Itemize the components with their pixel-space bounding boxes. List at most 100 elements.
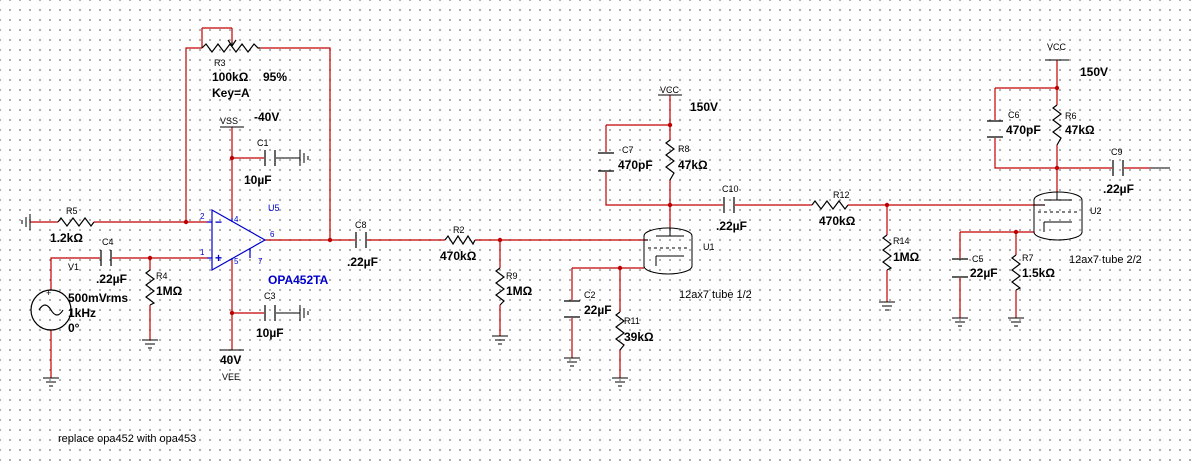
r2-symbol	[444, 234, 476, 246]
r9-symbol	[495, 267, 505, 306]
c3-value: 10µF	[256, 326, 284, 340]
r9-value: 1MΩ	[506, 284, 533, 298]
r5-ref: R5	[66, 206, 78, 216]
supply-rails	[220, 59, 1069, 351]
r7-ref: R7	[1022, 253, 1034, 263]
ground-v1	[43, 377, 59, 387]
v1-amplitude: 500mVrms	[68, 291, 128, 305]
c6-symbol	[987, 120, 1003, 138]
tube-u1	[643, 227, 693, 275]
c10-value: .22µF	[716, 219, 747, 233]
opamp-u5: − +	[207, 208, 267, 272]
c7-symbol	[598, 152, 614, 172]
r2-value: 470kΩ	[440, 249, 477, 263]
r3-setting: 95%	[263, 70, 287, 84]
r3-ref: R3	[214, 58, 226, 68]
r8-value: 47kΩ	[678, 158, 708, 172]
vcc1-value: 150V	[690, 100, 718, 114]
c8-symbol	[355, 232, 367, 248]
ground-r4	[142, 339, 158, 349]
c3-symbol	[264, 305, 276, 321]
c2-ref: C2	[584, 290, 596, 300]
c7-ref: C7	[622, 145, 634, 155]
c7-value: 470pF	[618, 158, 653, 172]
pin-7: 7	[258, 257, 263, 266]
svg-text:−: −	[215, 215, 222, 229]
v1-frequency: 1kHz	[68, 306, 96, 320]
vss-name: VSS	[220, 116, 238, 126]
r11-value: 39kΩ	[624, 330, 654, 344]
ac-source-v1: +	[30, 288, 72, 331]
resistors	[57, 39, 1062, 351]
v1-phase: 0°	[68, 321, 80, 335]
svg-text:+: +	[46, 288, 51, 298]
r6-symbol	[1052, 104, 1062, 146]
r6-ref: R6	[1065, 111, 1077, 121]
u2-label: 12ax7 tube 2/2	[1069, 254, 1142, 266]
r4-value: 1MΩ	[156, 284, 183, 298]
c8-ref: C8	[355, 220, 367, 230]
u1-label: 12ax7 tube 1/2	[679, 289, 752, 301]
c4-symbol	[100, 250, 112, 266]
svg-text:+: +	[215, 251, 222, 265]
c9-ref: C9	[1111, 147, 1123, 157]
ground-r11	[612, 377, 628, 387]
design-note: replace opa452 with opa453	[58, 433, 196, 445]
r4-symbol	[145, 269, 156, 306]
c1-symbol	[264, 150, 276, 166]
r3-value: 100kΩ	[212, 70, 249, 84]
vcc2-value: 150V	[1080, 65, 1108, 79]
wires	[30, 27, 1150, 378]
pin-in-plus: 1	[200, 248, 205, 257]
ground-c1	[276, 150, 309, 166]
ground-c3	[276, 305, 309, 321]
vss-value: -40V	[254, 110, 279, 124]
r9-ref: R9	[506, 271, 518, 281]
r12-ref: R12	[833, 190, 850, 200]
c5-symbol	[952, 258, 968, 278]
c8-value: .22µF	[347, 255, 378, 269]
r4-ref: R4	[156, 271, 168, 281]
c9-value: .22µF	[1103, 182, 1134, 196]
c3-ref: C3	[264, 291, 276, 301]
pin-in-minus: 2	[200, 212, 205, 221]
capacitors	[100, 120, 1124, 321]
vee-name: VEE	[222, 372, 240, 382]
c4-value: .22µF	[96, 272, 127, 286]
vcc1-name: VCC	[660, 85, 680, 95]
vee-value: 40V	[220, 353, 241, 367]
r7-symbol	[1011, 254, 1022, 291]
c6-ref: C6	[1008, 110, 1020, 120]
r11-ref: R11	[624, 316, 640, 326]
r6-value: 47kΩ	[1065, 123, 1095, 137]
r8-symbol	[665, 139, 675, 181]
r14-ref: R14	[893, 236, 910, 246]
ground-symbols	[21, 150, 1170, 387]
c5-value: 22µF	[970, 266, 998, 280]
c10-symbol	[723, 197, 735, 213]
c1-ref: C1	[257, 138, 269, 148]
r3-symbol	[201, 43, 260, 53]
r3-key: Key=A	[212, 86, 250, 100]
ground-c2	[564, 357, 580, 367]
v1-ref: V1	[68, 262, 79, 272]
r8-ref: R8	[678, 144, 690, 154]
vcc2-name: VCC	[1047, 42, 1067, 52]
ground-r14	[879, 301, 895, 311]
ground-r9	[492, 335, 508, 345]
r2-ref: R2	[453, 225, 465, 235]
c4-ref: C4	[102, 237, 114, 247]
r3-wiper	[227, 39, 237, 48]
ground-c5	[952, 317, 968, 327]
pin-out: 6	[270, 230, 275, 239]
tube-u2	[1033, 191, 1083, 241]
c5-ref: C5	[972, 254, 984, 264]
tube-u1-cathode	[655, 255, 684, 266]
c10-ref: C10	[722, 184, 739, 194]
c2-value: 22µF	[584, 303, 612, 317]
r5-symbol	[57, 217, 95, 227]
tube-u2-cathode	[1043, 221, 1072, 232]
c9-symbol	[1112, 160, 1124, 176]
opamp-ref: U5	[268, 203, 280, 213]
c1-value: 10µF	[244, 173, 272, 187]
